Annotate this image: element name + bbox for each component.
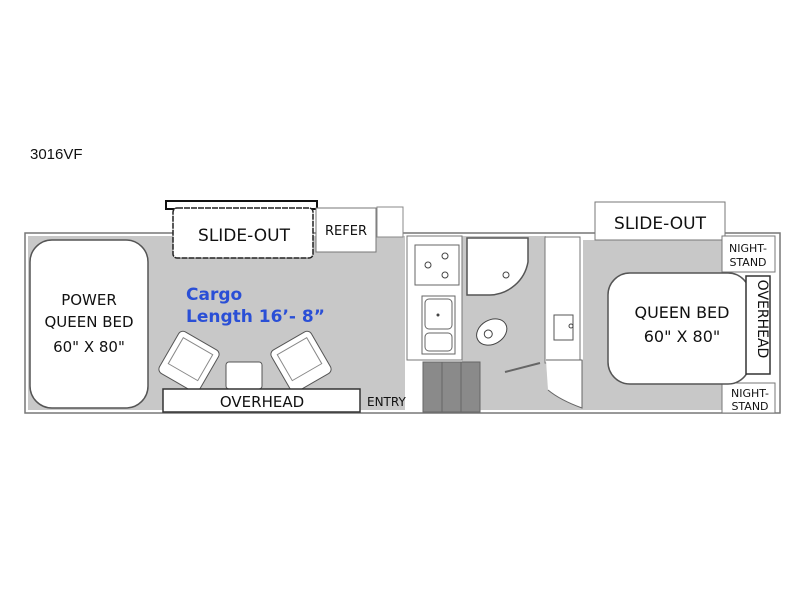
entry-steps bbox=[422, 361, 481, 413]
nightstand-bottom: NIGHT- STAND bbox=[721, 382, 776, 414]
chair-right bbox=[270, 330, 332, 393]
svg-text:QUEEN BED: QUEEN BED bbox=[635, 303, 730, 322]
overhead-bottom: OVERHEAD bbox=[162, 388, 361, 413]
shower bbox=[466, 237, 529, 296]
svg-text:POWER: POWER bbox=[61, 291, 117, 309]
svg-text:OVERHEAD: OVERHEAD bbox=[220, 393, 304, 411]
svg-text:OVERHEAD: OVERHEAD bbox=[754, 280, 770, 359]
svg-text:60" X 80": 60" X 80" bbox=[53, 338, 125, 356]
slide-out-right: SLIDE-OUT bbox=[594, 201, 726, 241]
svg-text:NIGHT-: NIGHT- bbox=[731, 387, 769, 400]
svg-text:NIGHT-: NIGHT- bbox=[729, 242, 767, 255]
refer: REFER bbox=[315, 207, 377, 253]
chair-left bbox=[158, 330, 220, 393]
svg-text:STAND: STAND bbox=[729, 256, 766, 269]
svg-text:QUEEN BED: QUEEN BED bbox=[44, 313, 133, 331]
slide-out-left-label: SLIDE-OUT bbox=[198, 226, 291, 246]
vanity bbox=[544, 236, 581, 364]
kitchen-sink bbox=[421, 295, 456, 355]
nightstand-top: NIGHT- STAND bbox=[721, 235, 776, 273]
slide-out-left: SLIDE-OUT bbox=[165, 200, 318, 259]
svg-text:REFER: REFER bbox=[325, 224, 367, 239]
power-queen-bed: POWER QUEEN BED 60" X 80" bbox=[29, 239, 149, 409]
bath-door bbox=[504, 362, 541, 373]
table bbox=[225, 361, 263, 390]
svg-text:STAND: STAND bbox=[731, 400, 768, 413]
svg-text:60" X 80": 60" X 80" bbox=[644, 327, 721, 346]
bedroom-door bbox=[546, 359, 583, 409]
cargo-label: Cargo bbox=[186, 285, 242, 305]
toilet bbox=[476, 318, 508, 346]
overhead-right: OVERHEAD bbox=[745, 275, 771, 375]
entry-label: ENTRY bbox=[367, 395, 406, 409]
cabinet bbox=[376, 206, 404, 238]
model-title: 3016VF bbox=[30, 146, 83, 163]
cargo-length-label: Length 16’- 8” bbox=[186, 307, 325, 327]
vanity-sink bbox=[553, 314, 574, 341]
stovetop bbox=[414, 244, 460, 286]
queen-bed: QUEEN BED 60" X 80" bbox=[607, 272, 751, 385]
svg-text:SLIDE-OUT: SLIDE-OUT bbox=[614, 214, 707, 234]
